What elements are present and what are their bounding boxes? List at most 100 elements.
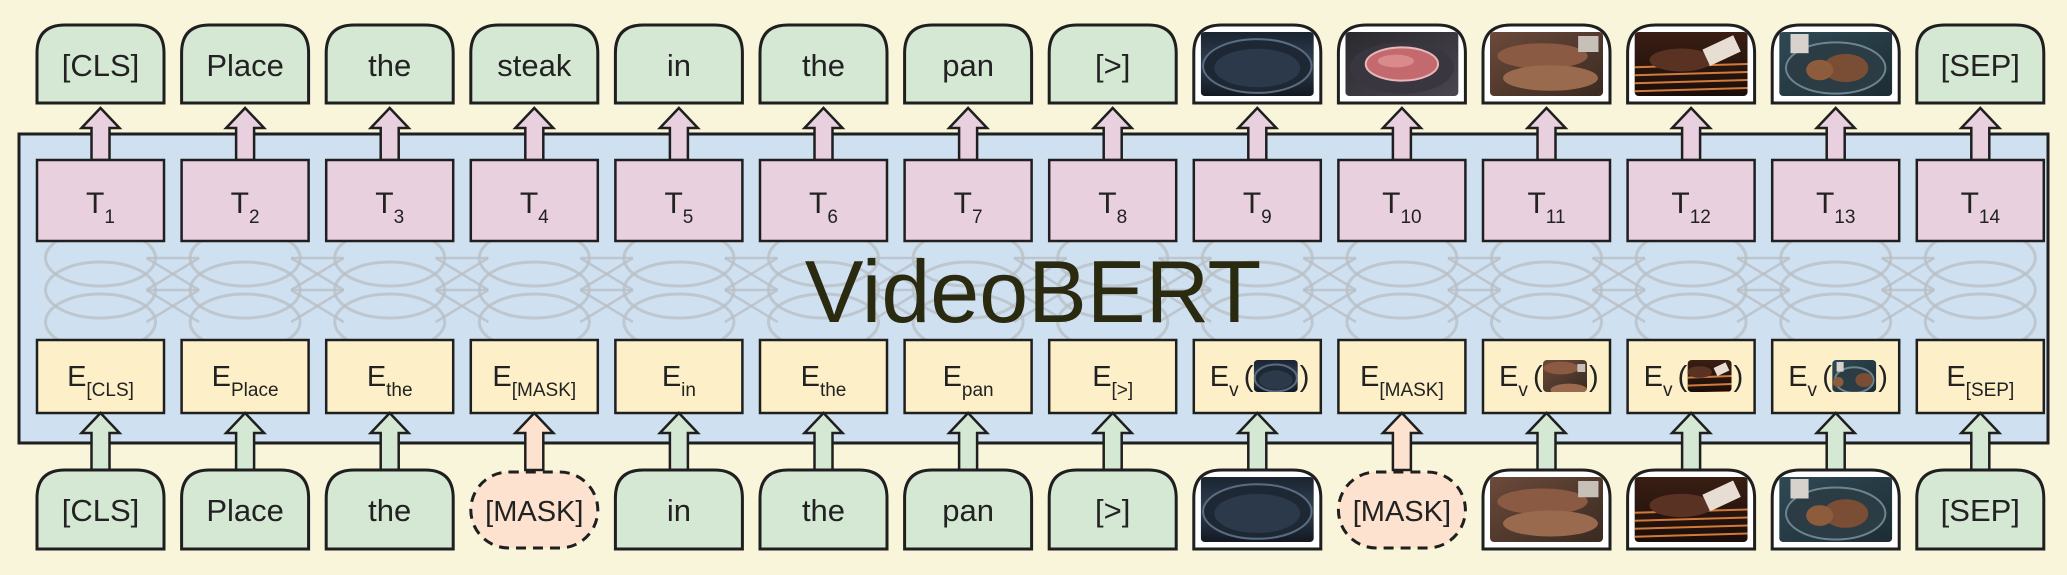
output-frame-empty-pan: [1200, 32, 1314, 96]
output-vector-index: 7: [972, 207, 983, 228]
embedding-paren-close: ): [1734, 361, 1744, 393]
embedding-subscript: Place: [231, 380, 279, 401]
output-vector-index: 3: [394, 207, 405, 228]
output-vector-box: [1192, 158, 1323, 243]
masked-token-label: [MASK]: [485, 496, 583, 528]
output-vector-index: 9: [1261, 207, 1272, 228]
output-token-box: [758, 23, 889, 105]
output-vector-box: [1770, 158, 1901, 243]
output-vector-box: [180, 158, 310, 243]
output-token-label: [SEP]: [1941, 48, 2020, 83]
input-token-box: [35, 468, 166, 551]
input-token-box: [903, 468, 1034, 551]
output-vector-index: 13: [1834, 207, 1855, 228]
output-frame-raw-steak: [1345, 32, 1459, 96]
network-node: [1923, 260, 2037, 320]
output-vector-index: 8: [1117, 207, 1128, 228]
output-vector-index: 6: [827, 207, 838, 228]
output-token-box: [1047, 23, 1178, 105]
embedding-paren-open: (: [1822, 361, 1832, 393]
embedding-paren-open: (: [1678, 361, 1688, 393]
embedding-subscript: [SEP]: [1966, 380, 2015, 401]
input-token-label: Place: [206, 493, 284, 528]
embedding-box: [903, 338, 1033, 415]
output-vector-box: [758, 158, 889, 243]
output-token-box: [180, 23, 311, 105]
model-title: VideoBERT: [805, 242, 1262, 341]
input-token-label: [CLS]: [62, 493, 140, 528]
embedding-thumb-empty-pan: [1253, 360, 1298, 392]
output-vector-index: 4: [538, 207, 549, 228]
output-token-label: steak: [497, 48, 572, 83]
input-token-box: [1047, 468, 1178, 551]
output-vector-box: [614, 158, 744, 243]
output-vector-box: [469, 158, 600, 243]
output-vector-box: [1337, 158, 1467, 243]
column-8: [>]T8E[>][>]: [1047, 23, 1178, 551]
output-token-box: [613, 23, 744, 105]
output-vector-box: [1481, 158, 1612, 243]
input-frame-seared-steak: [1490, 477, 1603, 542]
output-vector-box: [1047, 158, 1178, 243]
embedding-subscript: the: [820, 380, 846, 401]
input-arrow: [1379, 411, 1424, 472]
embedding-subscript: v: [1229, 380, 1239, 401]
embedding-box: [1915, 338, 2046, 415]
embedding-box: [614, 338, 744, 415]
input-token-box: [1915, 468, 2046, 551]
output-vector-index: 11: [1546, 207, 1566, 228]
output-vector-index: 5: [683, 207, 694, 228]
input-token-box: [180, 468, 311, 551]
embedding-subscript: pan: [962, 380, 994, 401]
embedding-subscript: [MASK]: [512, 380, 576, 401]
input-token-label: in: [667, 493, 691, 528]
input-frame-steak-on-grill: [1634, 477, 1748, 542]
output-vector-box: [903, 158, 1033, 243]
output-token-box: [1915, 23, 2046, 105]
output-vector-index: 14: [1979, 207, 2001, 228]
input-arrow: [512, 411, 557, 472]
output-vector-index: 1: [104, 207, 115, 228]
output-vector-box: [35, 158, 166, 243]
embedding-subscript: [CLS]: [86, 380, 134, 401]
embedding-paren-close: ): [1878, 361, 1888, 393]
input-token-label: [SEP]: [1941, 493, 2020, 528]
embedding-box: [1337, 338, 1467, 415]
input-token-box: [324, 468, 455, 551]
embedding-box: [324, 338, 455, 415]
output-token-box: [35, 23, 166, 105]
embedding-paren-open: (: [1244, 361, 1254, 393]
output-frame-seared-steak: [1490, 32, 1603, 96]
output-token-box: [324, 23, 455, 105]
embedding-subscript: in: [681, 380, 696, 401]
output-vector-index: 2: [249, 207, 260, 228]
embedding-paren-close: ): [1589, 361, 1599, 393]
embedding-thumb-steak-in-pan: [1832, 360, 1877, 392]
output-token-label: Place: [206, 48, 284, 83]
output-token-label: the: [802, 48, 845, 83]
embedding-box: [1192, 338, 1323, 415]
output-frame-steak-in-pan: [1779, 32, 1893, 96]
output-vector-box: [1915, 158, 2046, 243]
embedding-subscript: [MASK]: [1379, 380, 1443, 401]
output-vector-box: [324, 158, 455, 243]
input-token-label: the: [368, 493, 411, 528]
embedding-subscript: [>]: [1112, 380, 1134, 401]
input-frame-empty-pan: [1200, 477, 1314, 542]
output-vector-box: [1626, 158, 1756, 243]
embedding-box: [1047, 338, 1178, 415]
masked-token-label: [MASK]: [1353, 496, 1451, 528]
embedding-subscript: the: [386, 380, 412, 401]
token-columns: [CLS]T1E[CLS][CLS]PlaceT2EPlacePlacetheT…: [35, 23, 2046, 551]
output-token-label: pan: [942, 48, 994, 83]
output-vector-index: 12: [1690, 207, 1711, 228]
input-frame-steak-in-pan: [1779, 477, 1893, 542]
input-token-box: [758, 468, 889, 551]
